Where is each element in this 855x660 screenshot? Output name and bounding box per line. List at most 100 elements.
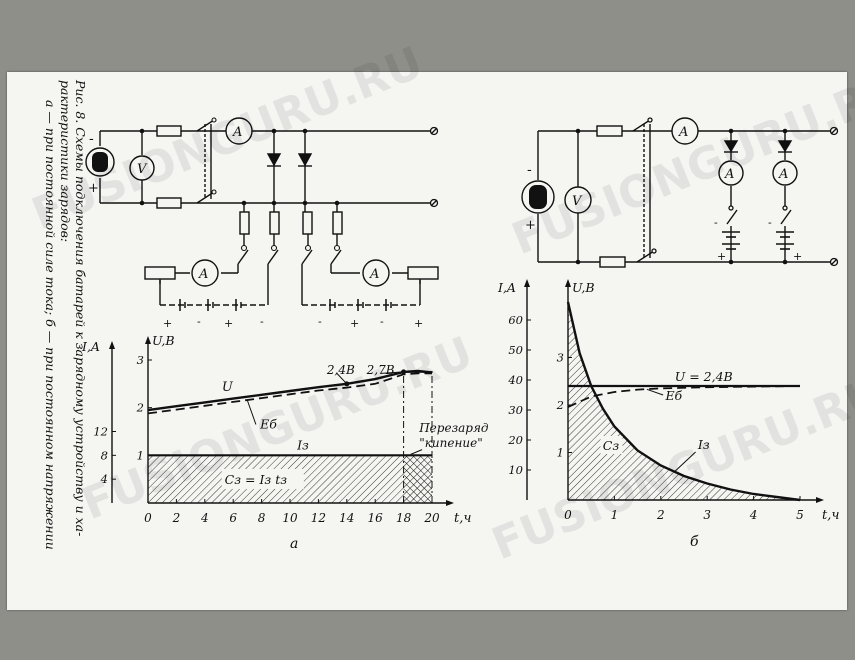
panel-label: б <box>690 534 699 550</box>
x-tick-label: 18 <box>396 511 412 525</box>
circuit-a-diodes <box>266 153 313 167</box>
x-axis-arrow <box>816 497 824 503</box>
svg-text:-: - <box>714 216 718 229</box>
series-label-eb: Eб <box>664 388 682 403</box>
x-axis-label: t,ч <box>454 511 471 526</box>
voltage-axis-label: U,В <box>152 333 175 348</box>
caption-line-2: рактеристики зарядов: <box>58 80 73 243</box>
circuit-b-polarity: - - + + <box>714 216 802 263</box>
series-eb-line <box>567 385 801 408</box>
series-label-u: U = 2,4В <box>675 369 733 384</box>
annotation-capacity-formula: Cз = Iз tз <box>225 472 288 487</box>
circuit-a-nodes <box>139 128 340 206</box>
x-tick-label: 1 <box>611 508 619 522</box>
watermark-text: FUSIONGURU.RU <box>505 62 855 265</box>
svg-text:-: - <box>197 315 201 328</box>
svg-text:-: - <box>260 315 264 328</box>
x-tick-label: 4 <box>749 508 758 522</box>
circuit-a-terminals <box>429 126 439 208</box>
x-tick-label: 6 <box>229 511 237 525</box>
svg-text:+: + <box>350 317 359 330</box>
x-tick-label: 4 <box>200 511 209 525</box>
ammeter-label: A <box>678 125 688 140</box>
series-label-eb: Eб <box>259 416 277 431</box>
circuit-b-meters: V A A A <box>564 117 798 214</box>
caption-line-1: Рис. 8. Схемы подключения батарей к заря… <box>73 80 88 537</box>
voltage-axis-label: U,В <box>572 280 595 295</box>
voltmeter-label: V <box>572 194 583 209</box>
current-axis-label: I,A <box>81 339 100 354</box>
overcharge-area <box>403 455 432 503</box>
voltmeter-label: V <box>137 162 148 177</box>
panel-label: а <box>290 536 298 552</box>
ammeter-label: A <box>369 267 379 282</box>
svg-text:+: + <box>163 317 172 330</box>
leader-iz <box>674 451 696 472</box>
voltage-tick-label: 2 <box>556 398 564 412</box>
x-tick-label: 16 <box>368 511 384 525</box>
scanned-page: - + V A A A + - + - - + - + <box>7 37 855 610</box>
x-tick-label: 20 <box>423 511 440 525</box>
voltage-tick-label: 1 <box>137 448 144 462</box>
annotation-2-4v: 2,4В <box>326 363 355 377</box>
ammeter-label: A <box>198 267 208 282</box>
svg-text:-: - <box>380 315 384 328</box>
annotation-capacity: Cз <box>603 438 620 453</box>
current-tick-label: 8 <box>101 448 108 462</box>
current-tick-label: 20 <box>507 433 523 447</box>
x-tick-label: 10 <box>282 511 298 525</box>
current-tick-label: 12 <box>93 425 108 439</box>
svg-text:+: + <box>717 250 726 263</box>
circuit-a-open-contacts <box>211 117 341 252</box>
x-axis-arrow <box>446 500 454 506</box>
formula-box <box>221 468 304 489</box>
sign-plus: + <box>525 218 536 233</box>
figure-canvas: - + V A A A + - + - - + - + <box>25 37 855 570</box>
circuit-b-dc-source: - + <box>521 162 555 233</box>
voltage-axis-arrow <box>565 279 571 287</box>
voltage-tick-label: 2 <box>136 401 144 415</box>
circuit-b-diodes <box>723 140 793 153</box>
formula-box <box>600 436 623 454</box>
series-label-iz: Iз <box>697 437 710 452</box>
ammeter-label: A <box>778 167 788 182</box>
current-tick-label: 40 <box>507 373 523 387</box>
voltage-tick-label: 3 <box>137 353 144 367</box>
circuit-b-constant-voltage <box>537 119 830 268</box>
x-tick-label: 5 <box>796 508 804 522</box>
svg-text:+: + <box>224 317 233 330</box>
current-tick-label: 50 <box>508 343 523 357</box>
voltage-tick-label: 3 <box>557 351 564 365</box>
ammeter-label: A <box>724 167 734 182</box>
sign-minus: - <box>89 131 94 147</box>
x-tick-label: 3 <box>703 508 711 522</box>
leader-2-7v <box>380 371 404 374</box>
x-tick-label: 8 <box>258 511 266 525</box>
figure-caption: Рис. 8. Схемы подключения батарей к заря… <box>43 80 88 660</box>
current-axis-arrow <box>524 279 530 287</box>
voltage-tick-label: 1 <box>557 446 564 460</box>
x-axis-label: t,ч <box>822 508 839 523</box>
series-iz-line <box>566 301 801 502</box>
leader-2-4v <box>336 373 348 385</box>
circuit-b-nodes <box>575 128 788 265</box>
x-tick-label: 14 <box>339 511 354 525</box>
svg-text:-: - <box>768 216 772 229</box>
x-tick-label: 0 <box>144 511 152 525</box>
voltage-axis-arrow <box>145 336 151 344</box>
sign-minus: - <box>527 162 532 178</box>
circuit-a-meters: V A A A <box>129 117 390 287</box>
x-tick-label: 12 <box>311 511 326 525</box>
svg-text:+: + <box>414 317 423 330</box>
annotation-boiling: "кипение" <box>419 436 483 450</box>
x-tick-label: 0 <box>564 508 572 522</box>
series-label-iz: Iз <box>296 437 309 452</box>
sign-plus: + <box>88 181 99 196</box>
current-tick-label: 30 <box>508 403 523 417</box>
leader-eb <box>246 400 257 425</box>
ammeter-label: A <box>232 125 242 140</box>
current-tick-label: 4 <box>100 472 108 486</box>
svg-text:+: + <box>793 250 802 263</box>
